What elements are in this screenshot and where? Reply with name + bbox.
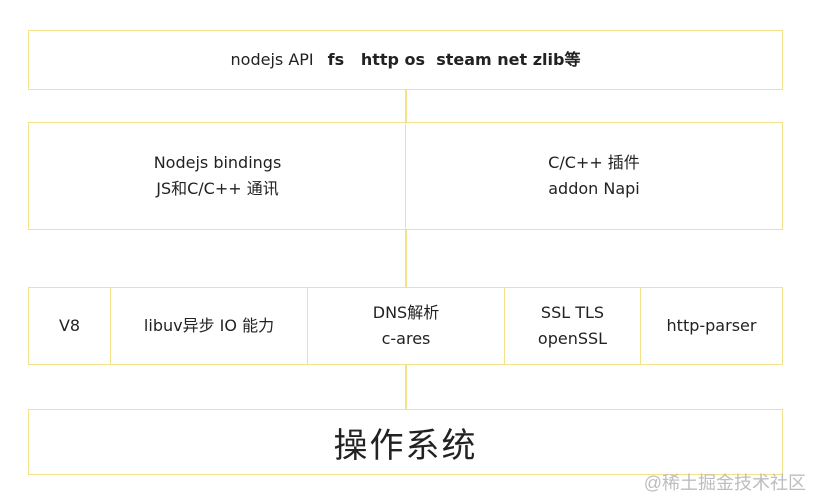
operating-system-layer: 操作系统 (28, 409, 783, 475)
dep-libuv-label: libuv异步 IO 能力 (143, 316, 275, 335)
bindings-title: Nodejs bindings (153, 153, 282, 172)
connector-api-bindings (405, 89, 407, 123)
watermark: @稀土掘金技术社区 (643, 473, 806, 493)
dep-http-parser-label: http-parser (666, 316, 757, 335)
bindings-subtitle: JS和C/C++ 通讯 (156, 179, 279, 198)
dep-v8: V8 (28, 287, 111, 365)
dep-ssl-label: SSL TLS (540, 303, 605, 322)
dep-c-ares-label: c-ares (381, 329, 431, 348)
connector-deps-os (405, 364, 407, 410)
nodejs-bindings-box: Nodejs bindings JS和C/C++ 通讯 (28, 122, 407, 230)
nodejs-api-label: nodejs API (230, 50, 314, 69)
os-label: 操作系统 (333, 425, 478, 466)
connector-bindings-deps (405, 230, 407, 287)
addons-subtitle: addon Napi (548, 179, 640, 198)
dep-c-ares: DNS解析 c-ares (307, 287, 505, 365)
dep-dns-label: DNS解析 (372, 303, 440, 322)
dep-libuv: libuv异步 IO 能力 (110, 287, 308, 365)
core-modules-label: fs http os steam net zlib等 (327, 50, 581, 69)
dep-openssl-label: openSSL (537, 329, 608, 348)
dep-openssl: SSL TLS openSSL (504, 287, 641, 365)
addons-title: C/C++ 插件 (548, 153, 640, 172)
nodejs-api-layer: nodejs API fs http os steam net zlib等 (28, 30, 783, 90)
dep-v8-label: V8 (58, 316, 81, 335)
cpp-addons-box: C/C++ 插件 addon Napi (405, 122, 783, 230)
dep-http-parser: http-parser (640, 287, 783, 365)
